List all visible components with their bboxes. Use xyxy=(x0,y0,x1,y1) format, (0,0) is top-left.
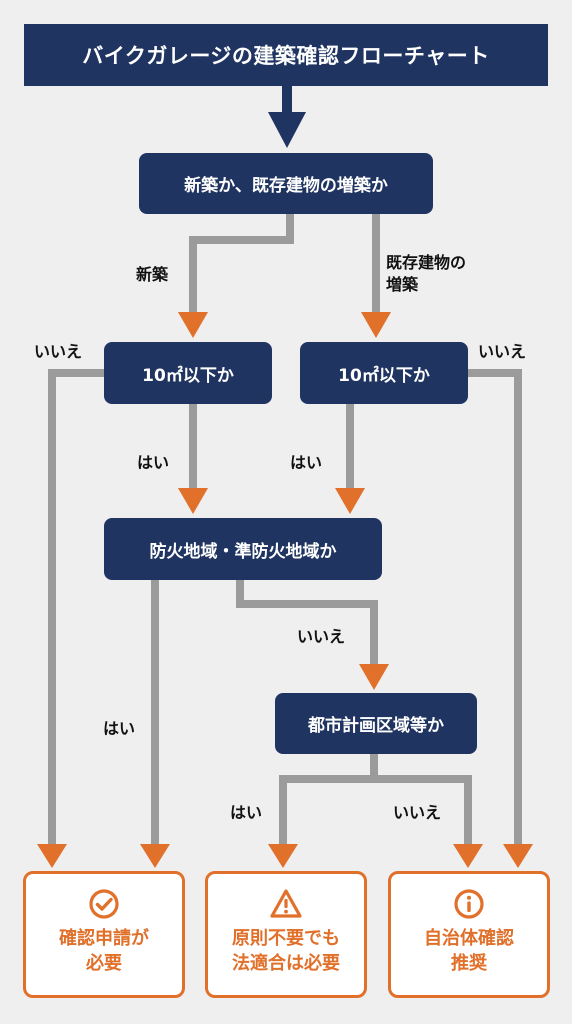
arrowhead-ext xyxy=(361,312,391,338)
question-fire-zone: 防火地域・準防火地域か xyxy=(104,518,382,580)
result-conformity-required: 原則不要でも 法適合は必要 xyxy=(205,871,367,998)
label-fire-yes: はい xyxy=(103,719,136,738)
result-line2: 法適合は必要 xyxy=(232,953,340,975)
question-area-new: 10㎡以下か xyxy=(104,342,272,404)
label-extension-line2: 増築 xyxy=(386,274,419,294)
label-no-right: いいえ xyxy=(478,342,527,361)
connector-new-no xyxy=(48,369,105,846)
result-text: 原則不要でも 法適合は必要 xyxy=(232,926,340,976)
question-city-planning: 都市計画区域等か xyxy=(275,693,477,754)
connector-ext-no xyxy=(468,369,522,846)
check-circle-icon xyxy=(89,889,119,919)
label-fire-no: いいえ xyxy=(297,627,346,646)
arrowhead-result1-b xyxy=(140,844,170,868)
connector-type-to-new xyxy=(189,214,294,314)
label-extension: 既存建物の 増築 xyxy=(386,252,466,295)
title-arrow-icon xyxy=(268,86,306,148)
connector-city-split xyxy=(279,754,472,846)
info-circle-icon xyxy=(454,889,484,919)
arrowhead-result3-a xyxy=(453,844,483,868)
result-line1: 確認申請が xyxy=(59,928,149,949)
result-line2: 必要 xyxy=(86,953,122,975)
label-extension-line1: 既存建物の xyxy=(386,253,467,272)
result-text: 確認申請が 必要 xyxy=(59,926,149,976)
connector-fire-no xyxy=(236,580,378,666)
label-new: 新築 xyxy=(136,265,169,284)
arrowhead-result3-b xyxy=(503,844,533,868)
result-line2: 推奨 xyxy=(451,953,487,975)
result-application-required: 確認申請が 必要 xyxy=(23,871,185,998)
arrowhead-result2 xyxy=(268,844,298,868)
result-text: 自治体確認 推奨 xyxy=(424,926,514,976)
label-yes-left: はい xyxy=(137,453,170,472)
arrowhead-ext-yes xyxy=(335,488,365,514)
label-no-left: いいえ xyxy=(34,342,83,361)
label-city-yes: はい xyxy=(230,803,263,822)
arrowhead-new xyxy=(178,312,208,338)
arrowhead-new-yes xyxy=(178,488,208,514)
arrowhead-result1-a xyxy=(37,844,67,868)
question-build-type: 新築か、既存建物の増築か xyxy=(139,153,433,214)
arrowhead-fire-no xyxy=(359,664,389,690)
warning-triangle-icon xyxy=(270,889,302,918)
result-line1: 自治体確認 xyxy=(424,928,514,949)
page-title: バイクガレージの建築確認フローチャート xyxy=(24,24,548,86)
result-line1: 原則不要でも xyxy=(232,928,340,949)
label-city-no: いいえ xyxy=(393,803,442,822)
label-yes-right: はい xyxy=(290,453,323,472)
result-municipality-check: 自治体確認 推奨 xyxy=(388,871,550,998)
question-area-extension: 10㎡以下か xyxy=(300,342,468,404)
